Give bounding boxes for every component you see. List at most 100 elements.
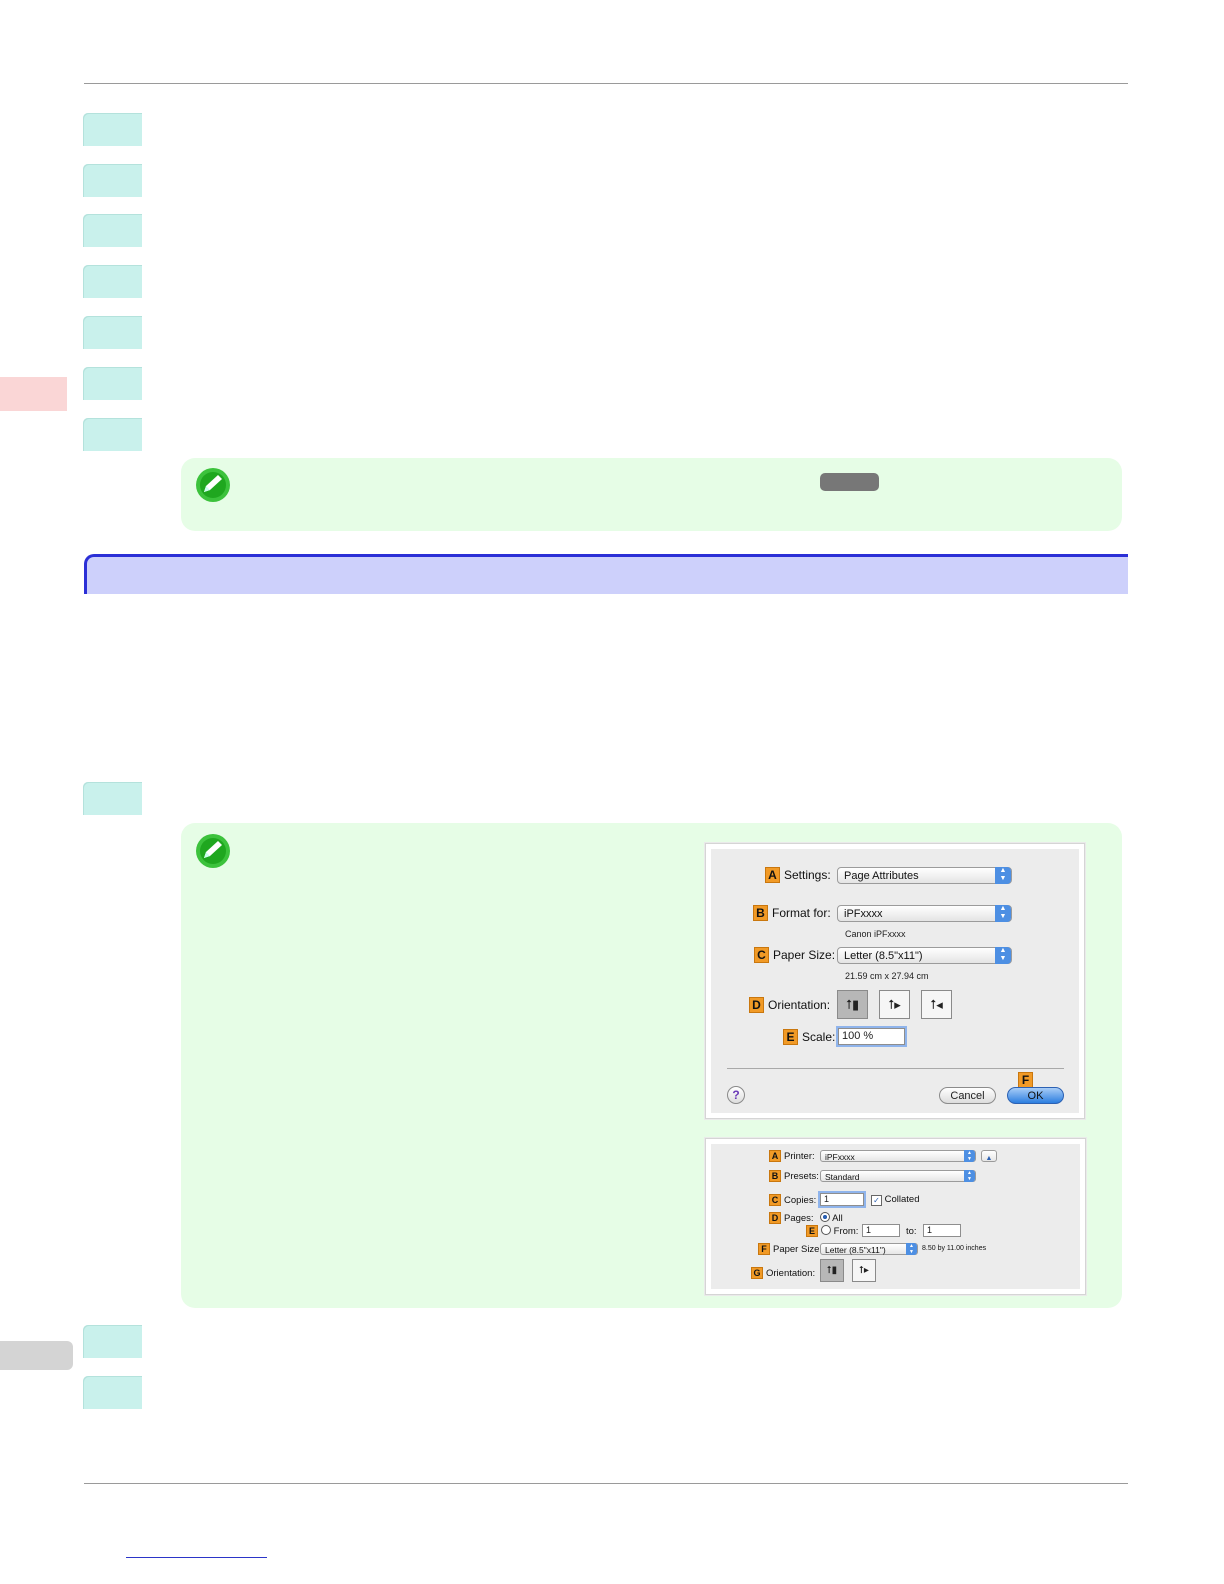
pages-all-label: All xyxy=(832,1213,843,1224)
chevron-updown-icon: ▲▼ xyxy=(995,947,1011,964)
step-tab-6 xyxy=(83,367,142,400)
step-tab-section-1 xyxy=(83,782,142,815)
callout-a: A xyxy=(765,867,780,883)
callout-e: E xyxy=(783,1029,798,1045)
portrait-icon[interactable]: ⭡▮ xyxy=(837,990,868,1019)
chevron-updown-icon: ▲▼ xyxy=(995,905,1011,922)
scale-field[interactable]: 100 % xyxy=(838,1028,905,1045)
help-icon[interactable]: ? xyxy=(727,1086,745,1104)
pages-all-radio[interactable]: All xyxy=(820,1212,843,1224)
header-rule xyxy=(84,83,1128,84)
callout-f: F xyxy=(758,1243,770,1255)
format-for-value: iPFxxxx xyxy=(844,908,883,920)
callout-d: D xyxy=(749,997,764,1013)
settings-value: Page Attributes xyxy=(844,870,919,882)
paper-dimensions: 21.59 cm x 27.94 cm xyxy=(845,971,929,981)
format-for-label: B Format for: xyxy=(753,905,831,921)
callout-d: D xyxy=(769,1212,781,1224)
presets-value: Standard xyxy=(825,1172,860,1182)
presets-label-text: Presets: xyxy=(784,1171,819,1182)
collated-label: Collated xyxy=(884,1194,920,1205)
paper-size-dimensions: 8.50 by 11.00 inches xyxy=(922,1245,987,1252)
copies-label-text: Copies: xyxy=(784,1195,817,1206)
chevron-updown-icon: ▲▼ xyxy=(964,1170,975,1182)
callout-g: G xyxy=(751,1267,763,1279)
format-for-label-text: Format for: xyxy=(772,906,831,920)
landscape-icon[interactable]: ⭡▸ xyxy=(852,1259,876,1282)
step-tab-7 xyxy=(83,418,142,451)
orientation-label-text: Orientation: xyxy=(766,1268,816,1279)
key-label-pill xyxy=(820,473,879,491)
orientation-label-text: Orientation: xyxy=(768,998,831,1012)
settings-popup[interactable]: Page Attributes ▲▼ xyxy=(837,867,1012,884)
portrait-icon[interactable]: ⭡▮ xyxy=(820,1259,844,1282)
printer-popup[interactable]: iPFxxxx ▲▼ xyxy=(820,1150,976,1162)
triangle-up-icon: ▲ xyxy=(985,1155,993,1162)
chapter-side-tab xyxy=(0,377,67,411)
copies-field[interactable]: 1 xyxy=(820,1193,864,1206)
step-tab-2 xyxy=(83,164,142,197)
paper-size-popup[interactable]: Letter (8.5"x11") ▲▼ xyxy=(837,947,1012,964)
radio-unselected-icon[interactable] xyxy=(821,1225,831,1235)
pencil-note-icon xyxy=(196,468,230,502)
page-setup-dialog: A Settings: Page Attributes ▲▼ B Format fo… xyxy=(705,843,1085,1119)
callout-b: B xyxy=(753,905,768,921)
range-row: E From: xyxy=(806,1225,858,1237)
to-label: to: xyxy=(906,1226,917,1237)
step-tab-section-3 xyxy=(83,1376,142,1409)
paper-size-label-text: Paper Size: xyxy=(773,1244,823,1255)
chevron-updown-icon: ▲▼ xyxy=(964,1150,975,1162)
expand-button[interactable]: ▲ xyxy=(981,1150,997,1162)
chevron-updown-icon: ▲▼ xyxy=(906,1243,917,1255)
dialog-separator xyxy=(727,1068,1064,1069)
step-tab-1 xyxy=(83,113,142,146)
paper-size-popup[interactable]: Letter (8.5"x11") ▲▼ xyxy=(820,1243,918,1255)
ok-button[interactable]: OK xyxy=(1007,1087,1064,1104)
page-setup-dialog-body: A Settings: Page Attributes ▲▼ B Format fo… xyxy=(711,849,1079,1113)
step-tab-4 xyxy=(83,265,142,298)
callout-f: F xyxy=(1018,1072,1033,1088)
section-heading-bar xyxy=(84,554,1128,594)
collated-checkbox[interactable]: ✓ Collated xyxy=(871,1194,920,1206)
callout-e: E xyxy=(806,1225,818,1237)
landscape-right-icon[interactable]: ⭡◂ xyxy=(921,990,952,1019)
radio-selected-icon xyxy=(820,1212,830,1222)
printer-value: iPFxxxx xyxy=(825,1152,855,1162)
printer-label-text: Printer: xyxy=(784,1151,815,1162)
landscape-left-icon[interactable]: ⭡▸ xyxy=(879,990,910,1019)
format-for-popup[interactable]: iPFxxxx ▲▼ xyxy=(837,905,1012,922)
printer-description: Canon iPFxxxx xyxy=(845,929,906,939)
paper-size-label-text: Paper Size: xyxy=(773,948,836,962)
step-tab-3 xyxy=(83,214,142,247)
pages-label-text: Pages: xyxy=(784,1213,814,1224)
to-field[interactable]: 1 xyxy=(923,1224,961,1237)
paper-size-value: Letter (8.5"x11") xyxy=(844,950,923,962)
step-tab-section-2 xyxy=(83,1325,142,1358)
note-box xyxy=(181,458,1122,531)
step-tab-5 xyxy=(83,316,142,349)
cancel-button[interactable]: Cancel xyxy=(939,1087,996,1104)
presets-popup[interactable]: Standard ▲▼ xyxy=(820,1170,976,1182)
scale-label-text: Scale: xyxy=(802,1030,836,1044)
callout-a: A xyxy=(769,1150,781,1162)
settings-label-text: Settings: xyxy=(784,868,831,882)
chevron-updown-icon: ▲▼ xyxy=(995,867,1011,884)
pencil-note-icon xyxy=(196,834,230,868)
scale-label: E Scale: xyxy=(783,1029,835,1045)
from-field[interactable]: 1 xyxy=(862,1224,900,1237)
checkbox-checked-icon: ✓ xyxy=(871,1195,882,1206)
settings-label: A Settings: xyxy=(765,867,831,883)
footer-link-underline[interactable] xyxy=(126,1557,267,1558)
footer-rule xyxy=(84,1483,1128,1484)
orientation-label: D Orientation: xyxy=(749,997,830,1013)
callout-b: B xyxy=(769,1170,781,1182)
paper-size-value: Letter (8.5"x11") xyxy=(825,1245,886,1255)
